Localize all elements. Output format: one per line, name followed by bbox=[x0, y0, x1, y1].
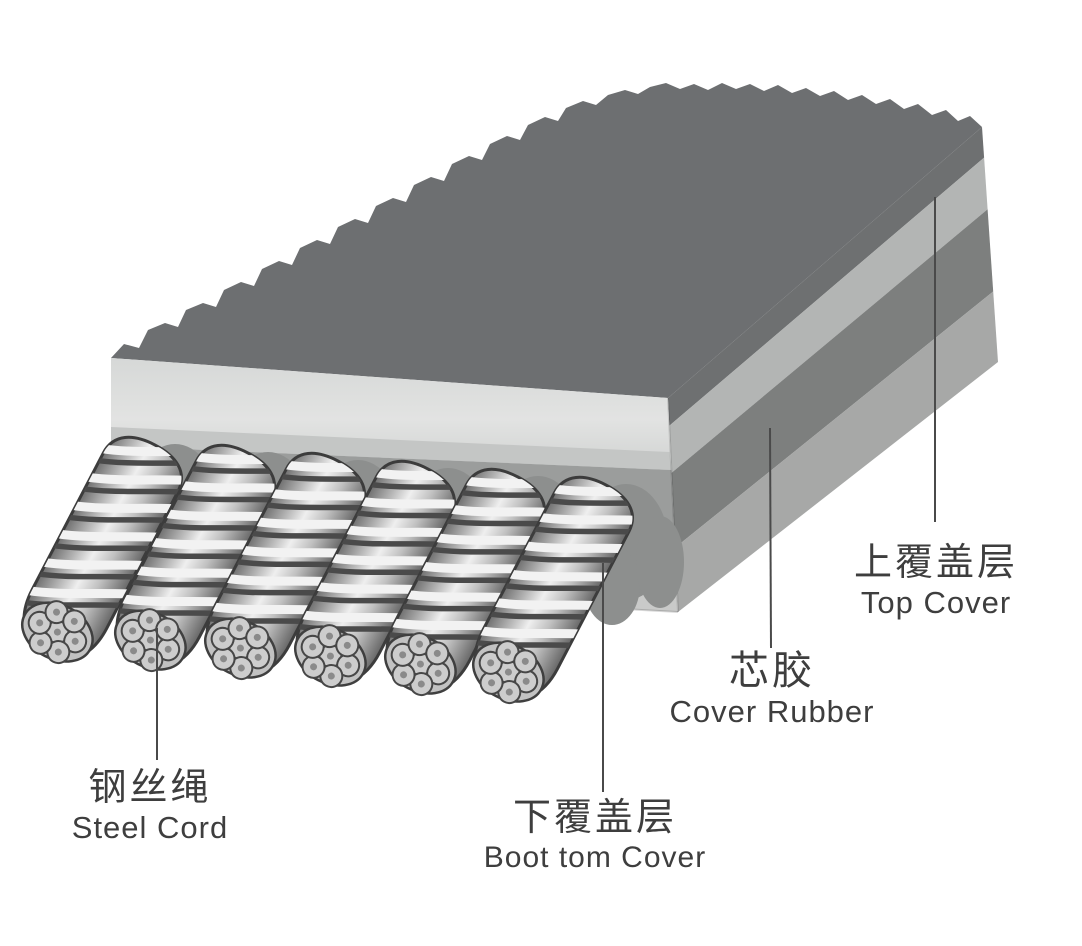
belt-top-surface bbox=[111, 83, 982, 398]
label-steel-cord-zh: 钢丝绳 bbox=[88, 767, 212, 809]
label-bottom-cover-zh: 下覆盖层 bbox=[512, 797, 678, 839]
side-top-cover-dark-stripe bbox=[668, 127, 985, 426]
side-top-cover-light-stripe bbox=[669, 157, 988, 473]
label-cover-rubber-en: Cover Rubber bbox=[669, 694, 875, 730]
label-top-cover-en: Top Cover bbox=[860, 585, 1012, 621]
label-bottom-cover-en: Boot tom Cover bbox=[483, 841, 707, 875]
callout-line-cover-rubber bbox=[769, 427, 772, 649]
belt-right-side-face bbox=[668, 127, 998, 612]
label-cover-rubber-zh: 芯胶 bbox=[728, 649, 815, 693]
callout-lines bbox=[156, 197, 936, 792]
label-top-cover-zh: 上覆盖层 bbox=[853, 542, 1019, 584]
side-bottom-cover-stripe bbox=[675, 291, 998, 612]
label-top-cover: 上覆盖层 Top Cover bbox=[854, 543, 1018, 620]
side-cover-rubber-stripe bbox=[671, 209, 994, 548]
label-bottom-cover: 下覆盖层 Boot tom Cover bbox=[484, 798, 706, 874]
label-cover-rubber: 芯胶 Cover Rubber bbox=[670, 650, 875, 729]
front-top-cover-lower-strip bbox=[111, 427, 672, 470]
label-steel-cord-en: Steel Cord bbox=[71, 810, 229, 846]
label-steel-cord: 钢丝绳 Steel Cord bbox=[72, 768, 228, 845]
